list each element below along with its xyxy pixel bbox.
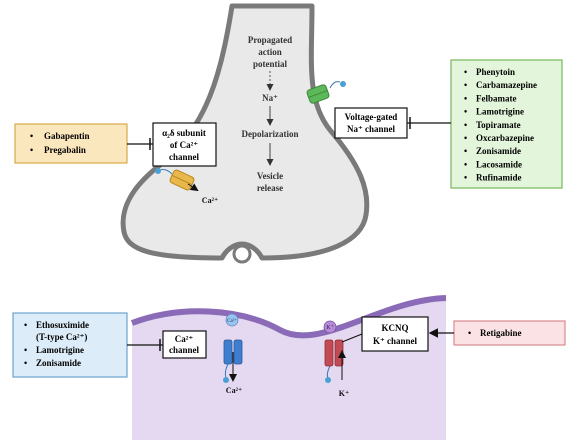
nav-label-line1: Voltage-gated [345,112,398,122]
kcnq-label-box [361,316,429,352]
lamotrigine-bullet: • [24,345,27,355]
sodium-drug-item: Topiramate [476,120,521,130]
pathway-vesicle: Vesicle [257,171,283,181]
cav-ball [223,377,229,383]
sodium-drug-item: Phenytoin [476,67,515,77]
pathway-potential: potential [253,59,288,69]
sodium-drug-bullet: • [464,120,467,130]
synaptic-vesicle-pit [232,244,252,264]
sodium-channel-icon [306,84,330,104]
nav-label-box [334,107,408,139]
lamotrigine-label: Lamotrigine [36,345,84,355]
gabapentin-bullet: • [30,131,33,141]
gabapentin-drug-box [14,123,128,164]
pathway-action: action [258,47,282,57]
pathway-depolarization: Depolarization [242,129,299,139]
potassium-channel-drug-box [453,320,566,346]
sodium-drug-item: Lacosamide [476,159,522,169]
pregabalin-bullet: • [30,145,33,155]
sodium-drug-bullet: • [464,107,467,117]
calcium-channel-postsynaptic-icon [223,339,243,365]
postsynaptic-membrane [130,295,447,339]
kcnq-pointer-line [341,333,363,343]
alpha2delta-label-box [152,122,217,167]
cav-label-line1: Ca²⁺ [175,334,194,344]
sodium-drug-item: Oxcarbazepine [476,133,534,143]
retigabine-label: Retigabine [480,328,522,338]
sodium-drug-bullet: • [464,80,467,90]
nav-label-line2: Na⁺ channel [347,124,396,134]
ca-ion-top: Ca²⁺ [227,318,237,324]
sodium-drug-list: • Phenytoin • Carbamazepine • Felbamate • Lamot… [464,67,537,183]
calcium-channel-drug-box [12,312,128,378]
alpha2delta-label-line1: α₂δ subunit [162,128,206,138]
k-ion-bottom: K⁺ [339,389,349,398]
gabapentin-label: Gabapentin [44,131,90,141]
sodium-drug-item: Felbamate [476,93,517,103]
zonisamide-label: Zonisamide [36,358,81,368]
cav-ball-chain [224,363,229,379]
sodium-channel-ball-chain [329,81,341,89]
k-ion-top-circle [323,320,337,334]
pathway-na-ion: Na⁺ [262,93,278,103]
pathway-propagated: Propagated [248,35,292,45]
sodium-drug-bullet: • [464,93,467,103]
ca-ion-bottom: Ca²⁺ [226,386,242,395]
kcnq-label-line2: K⁺ channel [373,336,418,346]
alpha2delta-chain [159,169,173,175]
sodium-drug-bullet: • [464,67,467,77]
kcnq-label-line1: KCNQ [382,323,409,333]
sodium-drug-item: Rufinamide [476,173,522,183]
alpha2delta-ball [155,168,161,174]
ethosuximide-label: Ethosuximide [36,320,89,330]
k-ion-top: K⁺ [326,325,334,331]
ethosuximide-bullet: • [24,320,27,330]
ca-influx-arrow [187,183,199,192]
sodium-drug-item: Zonisamide [476,146,521,156]
presynaptic-ca-ion: Ca²⁺ [202,196,218,205]
alpha2delta-label-line3: channel [169,152,200,162]
ethosuximide-subtype: (T-type Ca²⁺) [36,332,87,342]
cav-label-box [162,330,207,359]
sodium-drug-bullet: • [464,159,467,169]
sodium-drug-item: Carbamazepine [476,80,537,90]
sodium-drug-bullet: • [464,173,467,183]
kcnq-ball [325,377,331,383]
pathway-release: release [257,183,283,193]
ca-ion-top-circle [225,313,239,327]
alpha2delta-label-line2: of Ca²⁺ [170,140,198,150]
sodium-drug-bullet: • [464,146,467,156]
sodium-drug-bullet: • [464,133,467,143]
sodium-channel-drug-box [450,59,563,189]
sodium-channel-ball [340,81,346,87]
zonisamide-bullet: • [24,358,27,368]
pregabalin-label: Pregabalin [44,145,86,155]
cav-label-line2: channel [169,345,200,355]
sodium-drug-item: Lamotrigine [476,107,524,117]
retigabine-bullet: • [468,328,471,338]
